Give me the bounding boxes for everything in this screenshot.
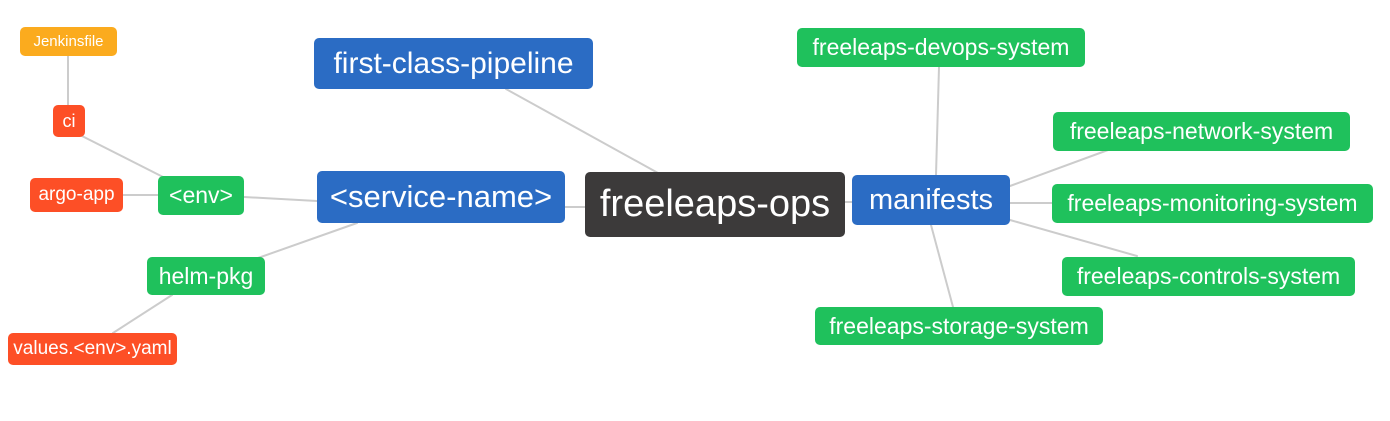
node-helm-pkg[interactable]: helm-pkg: [147, 257, 265, 295]
edge-pipeline-root: [505, 88, 659, 174]
node-freeleaps-ops[interactable]: freeleaps-ops: [585, 172, 845, 237]
node-freeleaps-network-system[interactable]: freeleaps-network-system: [1053, 112, 1350, 151]
node-argo-app[interactable]: argo-app: [30, 178, 123, 212]
edge-manifests-devops: [935, 66, 940, 176]
node-ci[interactable]: ci: [53, 105, 85, 137]
node-values-env-yaml[interactable]: values.<env>.yaml: [8, 333, 177, 365]
edge-service-name-helm-pkg: [257, 222, 358, 259]
node-env[interactable]: <env>: [158, 176, 244, 215]
edge-manifests-storage: [930, 224, 954, 308]
node-service-name[interactable]: <service-name>: [317, 171, 565, 223]
node-freeleaps-devops-system[interactable]: freeleaps-devops-system: [797, 28, 1085, 67]
edge-env-service-name: [243, 196, 318, 202]
node-first-class-pipeline[interactable]: first-class-pipeline: [314, 38, 593, 89]
edge-helm-pkg-values: [112, 294, 173, 334]
edge-manifests-controls: [1009, 219, 1138, 257]
node-jenkinsfile[interactable]: Jenkinsfile: [20, 27, 117, 56]
edge-manifests-network: [1009, 149, 1109, 187]
node-freeleaps-storage-system[interactable]: freeleaps-storage-system: [815, 307, 1103, 345]
node-freeleaps-controls-system[interactable]: freeleaps-controls-system: [1062, 257, 1355, 296]
node-manifests[interactable]: manifests: [852, 175, 1010, 225]
node-freeleaps-monitoring-system[interactable]: freeleaps-monitoring-system: [1052, 184, 1373, 223]
edge-ci-env: [79, 134, 166, 179]
